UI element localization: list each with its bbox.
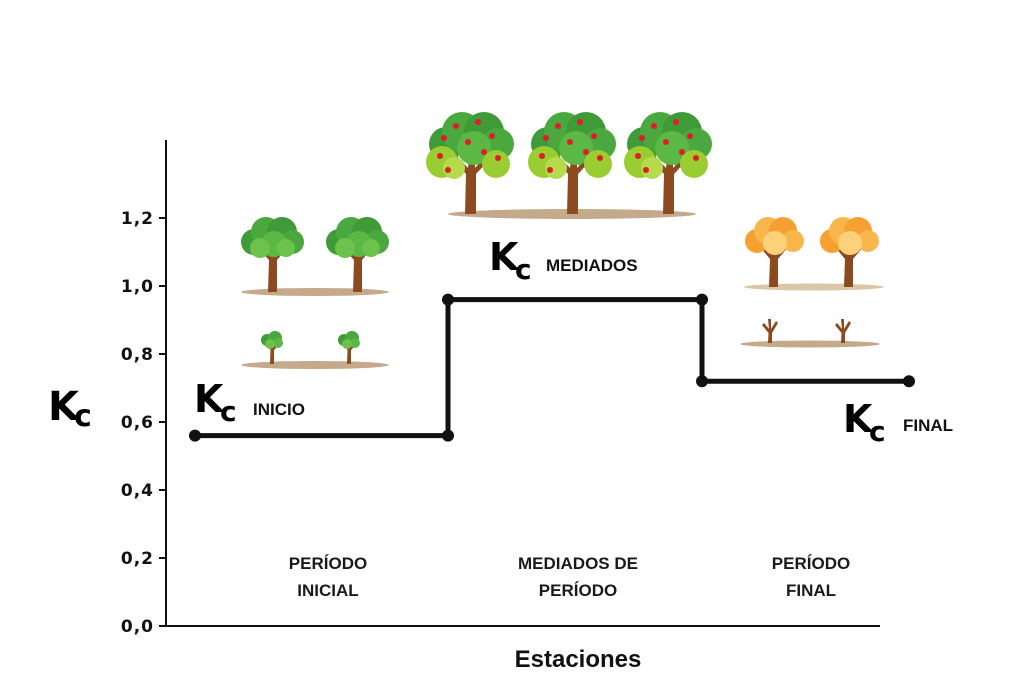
bare-tree-icon (762, 319, 778, 343)
mature-tree-icon (241, 217, 304, 292)
autumn-tree-icon (820, 217, 879, 287)
initial-trees (241, 217, 389, 369)
svg-text:K: K (194, 377, 225, 421)
y-axis-label: K c (48, 384, 92, 434)
svg-text:c: c (220, 395, 237, 428)
period-1-line1: PERÍODO (289, 554, 367, 573)
y-label-sub: c (74, 399, 92, 434)
fruit-tree-icon (426, 112, 514, 214)
y-tick-label: 0,6 (121, 413, 154, 433)
svg-text:c: c (515, 253, 532, 286)
svg-text:c: c (869, 415, 886, 448)
period-labels: PERÍODO INICIAL MEDIADOS DE PERÍODO PERÍ… (289, 554, 850, 600)
mid-trees (426, 112, 712, 219)
kc-point (189, 429, 201, 442)
period-3-line1: PERÍODO (772, 554, 850, 573)
kc-point (442, 429, 454, 442)
kc-point (442, 293, 454, 306)
autumn-tree-icon (745, 217, 804, 287)
kc-point (696, 375, 708, 388)
fruit-tree-icon (528, 112, 616, 214)
inicio-text: INICIO (253, 400, 305, 419)
y-tick-label: 0,0 (121, 617, 154, 637)
kc-points (189, 293, 915, 442)
period-1-line2: INICIAL (297, 581, 358, 600)
svg-text:K: K (843, 397, 874, 441)
kc-inicio-label: K c INICIO (194, 377, 305, 428)
mediados-text: MEDIADOS (546, 256, 638, 275)
y-label-k: K (48, 384, 81, 430)
fruit-tree-icon (624, 112, 712, 214)
period-2-line2: PERÍODO (539, 581, 617, 600)
final-trees (740, 217, 884, 348)
y-tick-label: 0,2 (121, 549, 154, 569)
svg-text:K: K (489, 235, 520, 279)
y-ticks: 0,0 0,2 0,4 0,6 0,8 1,0 1,2 (121, 209, 166, 637)
young-tree-icon (261, 331, 283, 364)
y-tick-label: 0,8 (121, 345, 154, 365)
kc-point (696, 293, 708, 306)
kc-final-label: K c FINAL (843, 397, 953, 448)
kc-mediados-label: K c MEDIADOS (489, 235, 638, 286)
y-tick-label: 1,2 (121, 209, 154, 229)
period-2-line1: MEDIADOS DE (518, 554, 638, 573)
kc-point (903, 375, 915, 388)
x-axis-label: Estaciones (515, 646, 642, 673)
y-tick-label: 0,4 (121, 481, 154, 501)
mature-tree-icon (326, 217, 389, 292)
final-text: FINAL (903, 416, 953, 435)
y-tick-label: 1,0 (121, 277, 154, 297)
kc-step-line (195, 297, 909, 439)
bare-tree-icon (835, 319, 851, 343)
young-tree-icon (338, 331, 360, 364)
period-3-line2: FINAL (786, 581, 836, 600)
